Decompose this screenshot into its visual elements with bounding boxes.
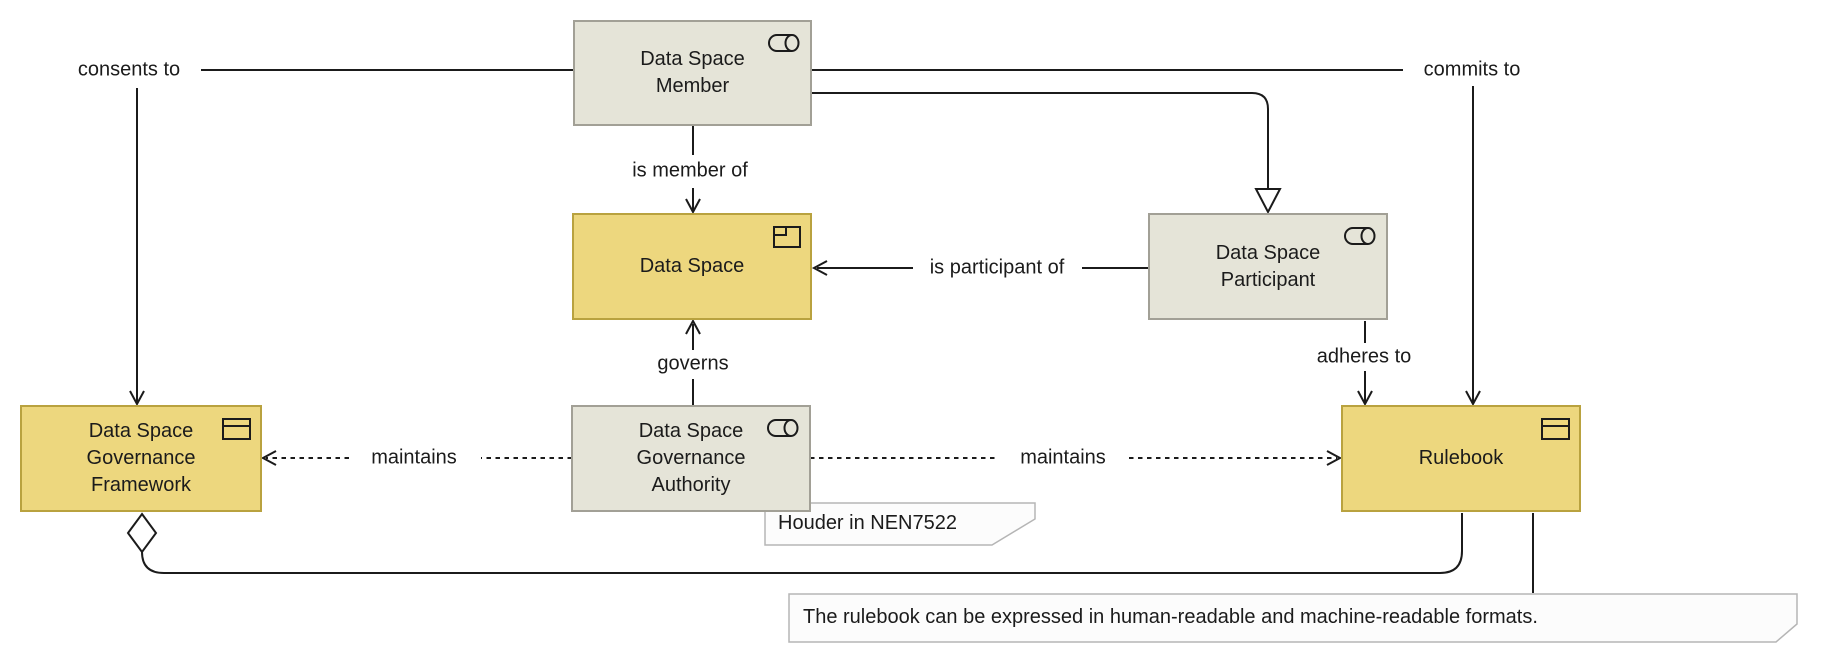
node-label: Data Space Participant bbox=[1215, 241, 1321, 291]
open-arrowhead bbox=[811, 260, 828, 276]
node-data-space: Data Space bbox=[572, 213, 812, 320]
business-object-icon bbox=[222, 418, 251, 440]
open-arrowhead bbox=[260, 450, 277, 466]
open-arrowhead bbox=[685, 318, 701, 335]
edge-label-is-member-of: is member of bbox=[629, 159, 751, 183]
edge-consents-to bbox=[129, 69, 573, 407]
edge-label-maintains-left: maintains bbox=[368, 446, 460, 470]
edge-is-participant-of bbox=[811, 260, 1148, 276]
note-shape-houder bbox=[764, 502, 1036, 546]
business-object-icon bbox=[1541, 418, 1570, 440]
note-houder: Houder in NEN7522 bbox=[778, 512, 957, 534]
edge-adheres-to bbox=[1357, 321, 1373, 407]
node-label: Data Space Governance Authority bbox=[636, 420, 746, 496]
edge-label-consents-to: consents to bbox=[74, 58, 184, 82]
node-label: Data Space Member bbox=[640, 48, 745, 97]
edge-commits-to bbox=[812, 69, 1481, 407]
edge-label-commits-to: commits to bbox=[1420, 58, 1524, 82]
open-arrowhead bbox=[1357, 390, 1373, 407]
edge-aggregation-framework-rulebook bbox=[126, 512, 1463, 574]
node-label: Data Space Governance Framework bbox=[86, 420, 196, 496]
node-data-space-governance-framework: Data Space Governance Framework bbox=[20, 405, 262, 512]
role-icon bbox=[1344, 227, 1376, 245]
node-data-space-governance-authority: Data Space Governance Authority bbox=[571, 405, 811, 512]
edge-governs bbox=[685, 318, 701, 405]
edge-maintains-left bbox=[260, 450, 572, 466]
edge-maintains-right bbox=[810, 450, 1343, 466]
note-shape-rulebook-formats bbox=[788, 593, 1798, 643]
node-label: Data Space bbox=[639, 255, 745, 277]
node-data-space-member: Data Space Member bbox=[573, 20, 812, 126]
edge-label-maintains-right: maintains bbox=[1017, 446, 1109, 470]
node-data-space-participant: Data Space Participant bbox=[1148, 213, 1388, 320]
note-rulebook-formats: The rulebook can be expressed in human-r… bbox=[803, 606, 1538, 628]
role-icon bbox=[768, 34, 800, 52]
open-arrowhead bbox=[685, 198, 701, 215]
edge-label-governs: governs bbox=[654, 352, 732, 376]
role-icon bbox=[767, 419, 799, 437]
edge-label-is-participant-of: is participant of bbox=[926, 256, 1068, 280]
open-arrowhead bbox=[1465, 390, 1481, 407]
aggregation-diamond bbox=[126, 512, 158, 554]
edge-is-member-of bbox=[685, 126, 701, 215]
node-label: Rulebook bbox=[1418, 447, 1504, 469]
node-rulebook: Rulebook bbox=[1341, 405, 1581, 512]
open-arrowhead bbox=[1326, 450, 1343, 466]
edge-generalization-member-participant bbox=[812, 92, 1282, 215]
open-arrowhead bbox=[129, 390, 145, 407]
product-icon bbox=[773, 226, 801, 248]
generalization-triangle bbox=[1254, 188, 1282, 215]
edge-label-adheres-to: adheres to bbox=[1313, 345, 1415, 369]
